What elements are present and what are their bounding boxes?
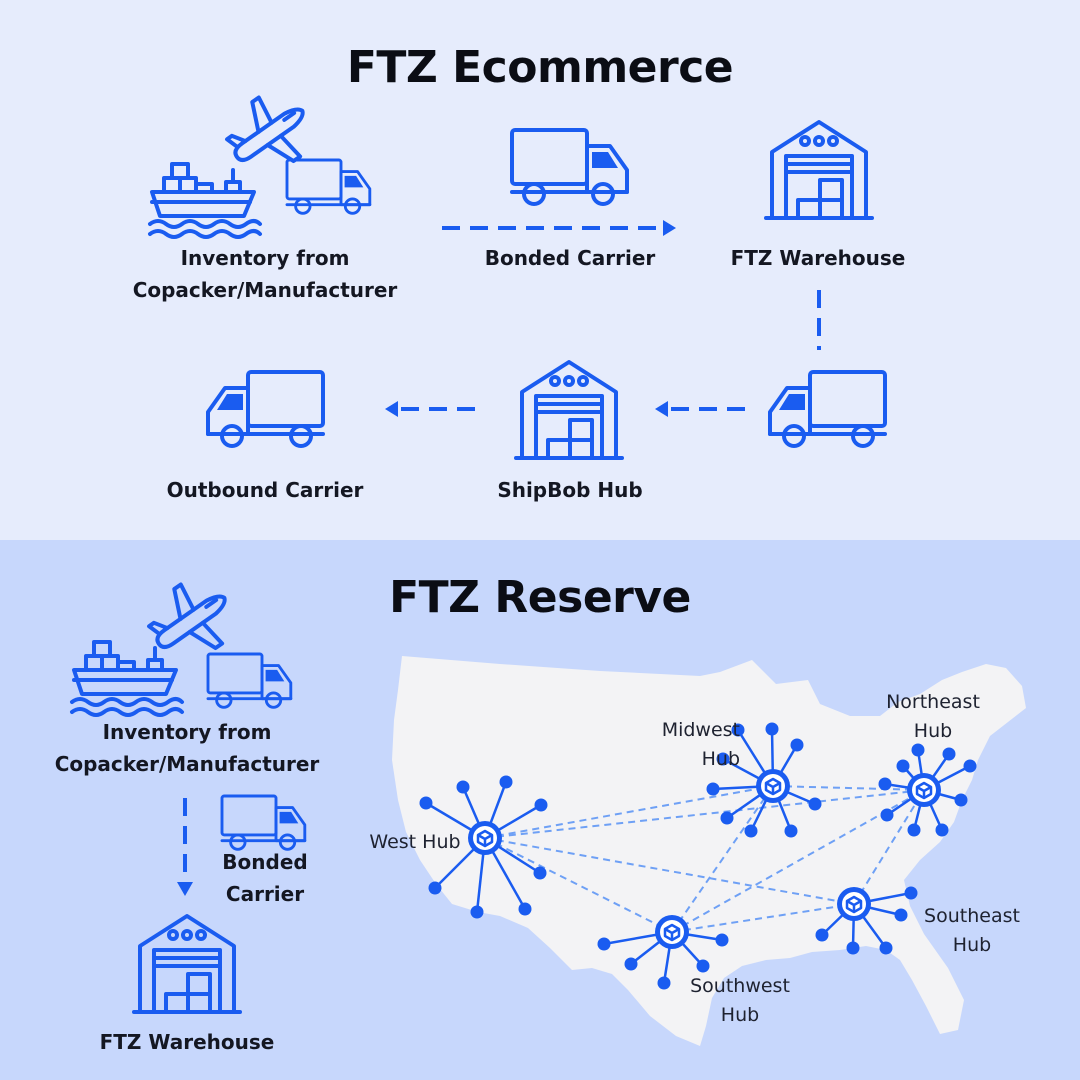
reserve-inventory-label: Inventory from Copacker/Manufacturer (32, 716, 342, 780)
inventory-label-line: Copacker/Manufacturer (132, 278, 398, 302)
hub-label-line: Hub (913, 720, 953, 742)
inventory-label-line: Inventory from (102, 720, 272, 744)
hub-label-line: Midwest (661, 719, 740, 741)
hub-label-line: Southeast (924, 905, 1020, 927)
inventory-label-line: Copacker/Manufacturer (54, 752, 320, 776)
outbound-carrier-label: Outbound Carrier (166, 478, 364, 502)
bonded-label-line: Carrier (225, 882, 305, 906)
warehouse-icon (132, 914, 242, 1014)
ftz-warehouse-label: FTZ Warehouse (730, 246, 906, 270)
delivery-truck-icon (770, 372, 885, 446)
southwest-hub-marker-icon (653, 913, 691, 951)
hub-label-line: Hub (720, 1004, 760, 1026)
delivery-truck-icon (220, 794, 307, 851)
southwest-hub-label: Southwest Hub (680, 972, 800, 1030)
inventory-label-line: Inventory from (180, 246, 350, 270)
delivery-truck-icon (208, 372, 323, 446)
delivery-truck-icon (285, 158, 372, 215)
reserve-bonded-carrier-label: Bonded Carrier (200, 846, 330, 910)
west-hub-marker-icon (466, 819, 504, 857)
cargo-ship-icon (70, 640, 184, 717)
warehouse-icon (764, 120, 874, 220)
midwest-hub-marker-icon (754, 767, 792, 805)
shipbob-hub-label: ShipBob Hub (497, 478, 643, 502)
delivery-truck-icon (206, 652, 293, 709)
bonded-carrier-label: Bonded Carrier (484, 246, 656, 270)
northeast-hub-label: Northeast Hub (878, 688, 988, 746)
flow-arrow (385, 401, 475, 417)
northeast-hub-network (878, 743, 977, 837)
hub-label-line: Southwest (690, 975, 790, 997)
flow-arrow (655, 401, 745, 417)
hub-label-line: Hub (701, 748, 740, 770)
hub-label-line: Northeast (886, 691, 980, 713)
southeast-hub-marker-icon (835, 885, 873, 923)
flow-arrow (177, 798, 193, 896)
delivery-truck-icon (510, 128, 629, 206)
us-map (392, 656, 1026, 1046)
ftz-reserve-title: FTZ Reserve (389, 572, 691, 623)
ftz-ecommerce-panel (0, 0, 1080, 540)
warehouse-icon (514, 360, 624, 460)
midwest-hub-label: Midwest Hub (630, 716, 740, 774)
west-hub-label: West Hub (369, 831, 461, 853)
southeast-hub-label: Southeast Hub (912, 902, 1032, 960)
reserve-ftz-warehouse-label: FTZ Warehouse (99, 1030, 275, 1054)
flow-arrow (442, 220, 676, 236)
inventory-label: Inventory from Copacker/Manufacturer (110, 242, 420, 306)
hub-label-line: Hub (952, 934, 992, 956)
ftz-ecommerce-title: FTZ Ecommerce (346, 42, 734, 93)
northeast-hub-marker-icon (905, 771, 943, 809)
bonded-label-line: Bonded (222, 850, 308, 874)
cargo-ship-icon (148, 162, 262, 239)
